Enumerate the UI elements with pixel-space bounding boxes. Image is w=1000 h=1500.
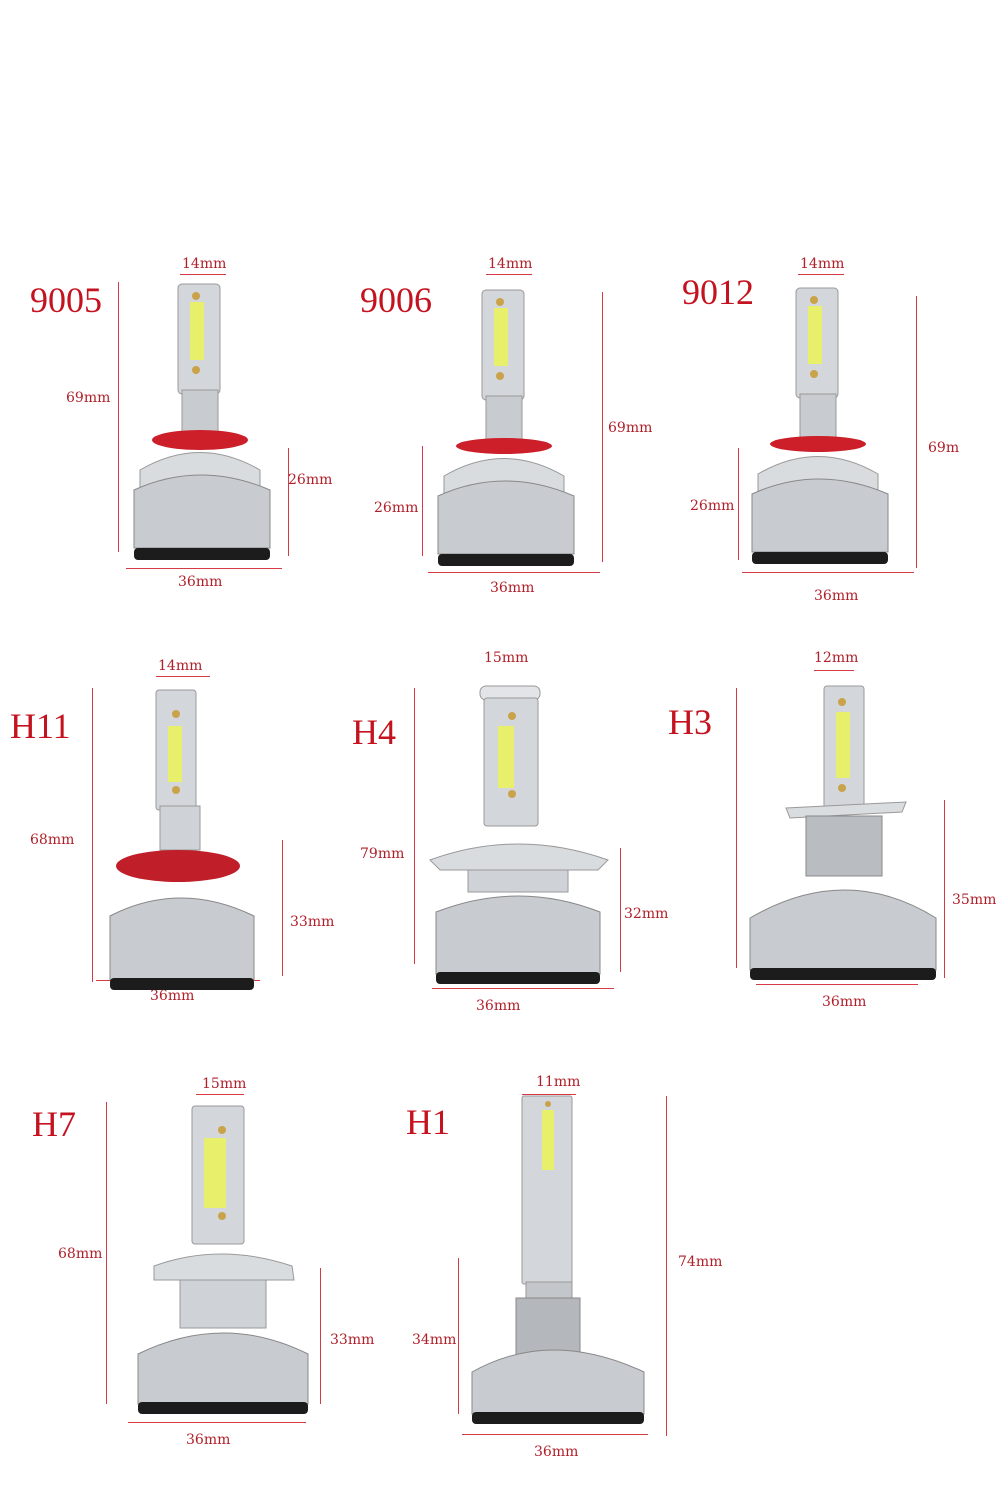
model-label: H3 bbox=[668, 702, 712, 742]
base-height-label: 34mm bbox=[412, 1332, 457, 1348]
base-width-label: 36mm bbox=[490, 580, 535, 596]
bulb-card-H4: H4 15mm 79mm 32mm 36mm bbox=[330, 640, 668, 1060]
bulb-card-9012: 9012 14mm 69m 26mm 36mm bbox=[660, 240, 990, 660]
base-width-label: 36mm bbox=[186, 1432, 231, 1448]
base-height-label: 33mm bbox=[290, 914, 335, 930]
bulb-9012-image bbox=[751, 287, 889, 564]
bulb-H3-image bbox=[749, 685, 937, 980]
bulb-9006-image bbox=[437, 289, 575, 566]
total-height-label: 69mm bbox=[608, 420, 653, 436]
base-height-label: 26mm bbox=[288, 472, 333, 488]
model-label: 9006 bbox=[360, 280, 432, 320]
total-height-label: 69m bbox=[928, 440, 960, 456]
total-height-label: 74mm bbox=[678, 1254, 723, 1270]
bulb-H11-image bbox=[109, 689, 255, 990]
model-label: 9012 bbox=[682, 272, 754, 312]
total-height-label: 68mm bbox=[30, 832, 75, 848]
base-height-label: 35mm bbox=[952, 892, 997, 908]
bulb-card-9005: 9005 14mm 69mm 26mm 36mm bbox=[0, 240, 333, 660]
top-width-label: 14mm bbox=[158, 658, 203, 674]
base-width-label: 36mm bbox=[476, 998, 521, 1014]
top-width-label: 11mm bbox=[536, 1074, 581, 1090]
bulb-9005-image bbox=[133, 283, 271, 560]
base-height-label: 32mm bbox=[624, 906, 669, 922]
total-height-label: 69mm bbox=[66, 390, 111, 406]
total-height-label: 79mm bbox=[360, 846, 405, 862]
total-height-label: 68mm bbox=[58, 1246, 103, 1262]
base-width-label: 36mm bbox=[150, 988, 195, 1004]
base-width-label: 36mm bbox=[534, 1444, 579, 1460]
bulb-H1-image bbox=[471, 1095, 645, 1424]
bulb-card-9006: 9006 14mm 69mm 26mm 36mm bbox=[330, 240, 660, 660]
bulb-graphic bbox=[133, 283, 271, 560]
model-label: H1 bbox=[406, 1102, 450, 1142]
base-height-label: 26mm bbox=[374, 500, 419, 516]
top-width-label: 14mm bbox=[800, 256, 845, 272]
bulb-H4-image bbox=[429, 685, 609, 984]
base-height-label: 26mm bbox=[690, 498, 735, 514]
bulb-card-H1: H1 11mm 74mm 34mm 36mm bbox=[400, 1070, 730, 1490]
top-width-label: 12mm bbox=[814, 650, 859, 666]
bulb-card-H7: H7 15mm 68mm 33mm 36mm bbox=[0, 1070, 374, 1490]
top-width-label: 14mm bbox=[488, 256, 533, 272]
top-width-label: 14mm bbox=[182, 256, 227, 272]
top-width-label: 15mm bbox=[202, 1076, 247, 1092]
model-label: 9005 bbox=[30, 280, 102, 320]
model-label: H7 bbox=[32, 1104, 76, 1144]
base-width-label: 36mm bbox=[814, 588, 859, 604]
model-label: H4 bbox=[352, 712, 396, 752]
top-width-label: 15mm bbox=[484, 650, 529, 666]
base-height-label: 33mm bbox=[330, 1332, 375, 1348]
bulb-H7-image bbox=[137, 1105, 309, 1414]
bulb-card-H3: H3 12mm 35mm 36mm bbox=[660, 640, 996, 1060]
base-width-label: 36mm bbox=[822, 994, 867, 1010]
base-width-label: 36mm bbox=[178, 574, 223, 590]
model-label: H11 bbox=[10, 706, 71, 746]
bulb-card-H11: H11 14mm 68mm 33mm 36mm bbox=[0, 640, 334, 1060]
